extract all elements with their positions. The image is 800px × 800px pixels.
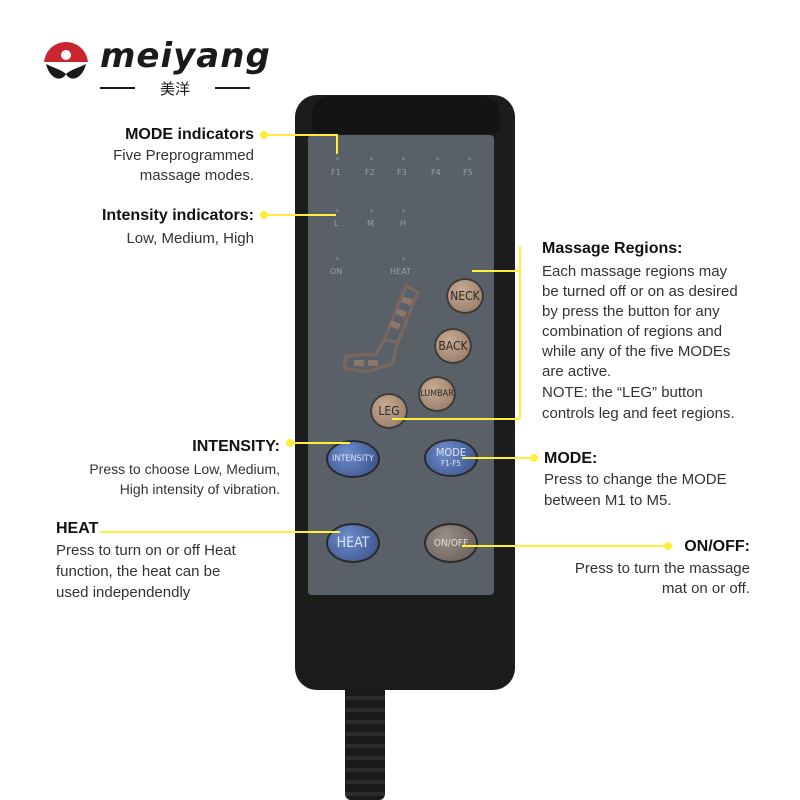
mode-indicators-pointer-line <box>264 134 338 136</box>
onoff-pointer-dot <box>664 542 672 550</box>
on-led <box>336 257 339 260</box>
heat-pointer-line <box>100 531 340 533</box>
mode-title: MODE: <box>544 450 598 467</box>
intensity-desc-line1: Press to choose Low, Medium, <box>89 461 280 477</box>
massage-regions-pointer-neck <box>472 270 520 272</box>
massage-chair-icon <box>342 283 420 374</box>
back-button[interactable]: BACK <box>434 328 472 364</box>
heat-led-label: HEAT <box>390 267 411 276</box>
mode-led-label-f4: F4 <box>431 168 441 177</box>
mode-led-f2 <box>370 157 373 160</box>
mode-button-label: MODE <box>435 446 467 459</box>
remote-control-panel <box>308 135 494 595</box>
intensity-title: INTENSITY: <box>192 438 280 455</box>
intensity-button[interactable]: INTENSITY <box>326 440 380 478</box>
mode-led-f1 <box>336 157 339 160</box>
heat-led <box>402 257 405 260</box>
onoff-pointer-line <box>462 545 668 547</box>
intensity-indicators-title: Intensity indicators: <box>101 207 254 224</box>
mode-indicators-desc-line1: Five Preprogrammed <box>113 147 254 164</box>
onoff-desc-line2: mat on or off. <box>661 580 750 597</box>
mode-pointer-dot <box>530 454 538 462</box>
intensity-led-label-m: M <box>367 219 374 228</box>
neck-button[interactable]: NECK <box>446 278 484 314</box>
mode-led-f5 <box>468 157 471 160</box>
onoff-title: ON/OFF: <box>684 538 750 555</box>
lumbar-button[interactable]: LUMBAR <box>418 376 456 412</box>
brand-chinese-name: 美洋 <box>100 78 250 99</box>
massage-regions-bracket <box>519 246 521 419</box>
massage-regions-line7: NOTE: the “LEG” button <box>542 384 703 401</box>
intensity-pointer-line <box>290 442 350 444</box>
mode-led-f4 <box>436 157 439 160</box>
mode-desc-line2: between M1 to M5. <box>544 492 672 509</box>
mode-pointer-line <box>462 457 532 459</box>
leg-button[interactable]: LEG <box>370 393 408 429</box>
on-led-label: ON <box>330 267 343 276</box>
onoff-button[interactable]: ON/OFF <box>424 523 478 563</box>
mode-led-f3 <box>402 157 405 160</box>
massage-regions-line6: are active. <box>542 363 612 380</box>
intensity-led-label-l: L <box>334 219 339 228</box>
mode-led-label-f1: F1 <box>331 168 341 177</box>
intensity-desc-line2: High intensity of vibration. <box>119 481 280 497</box>
mode-led-label-f2: F2 <box>365 168 375 177</box>
massage-regions-line2: be turned off or on as desired <box>542 283 738 300</box>
mode-led-label-f5: F5 <box>463 168 473 177</box>
intensity-led-label-h: H <box>400 219 407 228</box>
power-cable <box>345 688 385 800</box>
massage-regions-line4: combination of regions and <box>542 323 723 340</box>
mode-button-sublabel: F1-F5 <box>440 459 462 468</box>
intensity-indicators-desc: Low, Medium, High <box>126 230 254 247</box>
intensity-led-low <box>336 209 339 212</box>
massage-regions-pointer-leg <box>392 418 520 420</box>
brand-wordmark: meiyang <box>100 36 271 76</box>
massage-regions-line5: while any of the five MODEs <box>542 343 731 360</box>
heat-desc-line1: Press to turn on or off Heat <box>56 542 236 559</box>
massage-regions-title: Massage Regions: <box>542 240 683 257</box>
mode-indicators-pointer-drop <box>336 134 338 154</box>
heat-title: HEAT <box>56 520 99 537</box>
remote-top-cap <box>312 96 500 134</box>
onoff-desc-line1: Press to turn the massage <box>574 560 750 577</box>
brand-logo-icon <box>44 41 88 79</box>
mode-led-label-f3: F3 <box>397 168 407 177</box>
mode-indicators-desc-line2: massage modes. <box>139 167 254 184</box>
heat-button[interactable]: HEAT <box>326 523 380 563</box>
heat-desc-line3: used independendly <box>56 584 191 601</box>
massage-regions-line8: controls leg and feet regions. <box>542 405 735 422</box>
heat-desc-line2: function, the heat can be <box>56 563 221 580</box>
mode-desc-line1: Press to change the MODE <box>544 471 727 488</box>
remote-grip <box>304 600 500 688</box>
mode-indicators-title: MODE indicators <box>125 126 254 143</box>
intensity-led-high <box>402 209 405 212</box>
massage-regions-line1: Each massage regions may <box>542 263 728 280</box>
intensity-indicators-pointer-line <box>264 214 336 216</box>
massage-regions-line3: by press the button for any <box>542 303 720 320</box>
intensity-led-medium <box>370 209 373 212</box>
